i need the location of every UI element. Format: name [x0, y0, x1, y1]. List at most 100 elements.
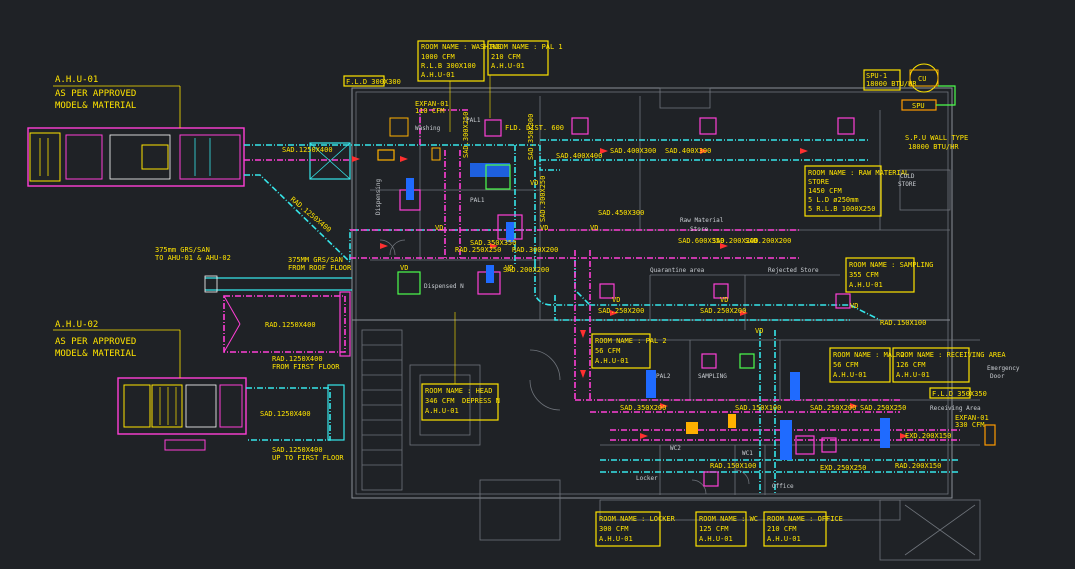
- room-label-pal2: ROOM NAME : PAL 2 56 CFM A.H.U-01: [591, 333, 667, 369]
- room-label-wc: ROOM NAME : WC 125 CFM A.H.U-01: [695, 511, 758, 547]
- ahu-02-unit[interactable]: [117, 377, 247, 451]
- svg-text:125 CFM: 125 CFM: [699, 525, 729, 533]
- duct-size-tag: RAD.300X200: [512, 246, 558, 254]
- svg-text:ROOM NAME : OFFICE: ROOM NAME : OFFICE: [767, 515, 843, 523]
- split-unit-system[interactable]: SPU-1 18000 BTU/HR CU SPU S.P.U WALL TYP…: [863, 63, 968, 151]
- building-walls: [351, 87, 981, 561]
- cu-tag: CU: [918, 75, 926, 83]
- svg-text:TO AHU-01 & AHU-02: TO AHU-01 & AHU-02: [155, 254, 231, 262]
- svg-text:RAD.1250X400: RAD.1250X400: [265, 321, 316, 329]
- svg-text:56 CFM: 56 CFM: [595, 347, 620, 355]
- duct-size-tag: EXD.250X250: [820, 464, 866, 472]
- svg-text:PAL1: PAL1: [470, 197, 485, 204]
- volume-damper-tag: VD: [530, 179, 538, 187]
- svg-text:EXFAN-01: EXFAN-01: [955, 414, 989, 422]
- svg-text:Quarantine area: Quarantine area: [650, 267, 705, 274]
- svg-text:STORE: STORE: [898, 181, 916, 188]
- svg-text:5 L.D ø250mm: 5 L.D ø250mm: [808, 196, 859, 204]
- svg-text:ROOM NAME : RECEIVING AREA: ROOM NAME : RECEIVING AREA: [896, 351, 1006, 359]
- duct-size-tag: RAD.150X100: [710, 462, 756, 470]
- svg-text:Locker: Locker: [636, 475, 658, 482]
- volume-damper-tag: VD: [540, 224, 548, 232]
- fresh-air-intake: [204, 275, 352, 293]
- svg-text:SAD.1250X400: SAD.1250X400: [260, 410, 311, 418]
- spu1-tag: SPU-1: [866, 72, 887, 80]
- room-label-mal2: ROOM NAME : MAL 2 56 CFM A.H.U-01: [829, 347, 905, 383]
- duct-size-tag: SAD.400X400: [556, 152, 602, 160]
- svg-text:RAD.1250X400: RAD.1250X400: [272, 355, 323, 363]
- ahu-01-line2: MODEL& MATERIAL: [55, 101, 136, 111]
- room-label-raw-material: ROOM NAME : RAW MATERIAL STORE 1450 CFM …: [804, 165, 909, 217]
- duct-size-tag: RAD.250X250: [455, 246, 501, 254]
- svg-text:ROOM NAME : LOCKER: ROOM NAME : LOCKER: [599, 515, 676, 523]
- spu-tag: SPU: [912, 102, 925, 110]
- svg-text:R.L.B 300X100: R.L.B 300X100: [421, 62, 476, 70]
- duct-size-tag: RAD.150X100: [880, 319, 926, 327]
- stairs: [361, 329, 481, 491]
- svg-text:ROOM NAME : RAW MATERIAL: ROOM NAME : RAW MATERIAL: [808, 169, 909, 177]
- room-label-receiving: ROOM NAME : RECEIVING AREA 126 CFM A.H.U…: [892, 347, 1006, 383]
- duct-size-tag: SAD.200X200: [712, 237, 758, 245]
- svg-text:UP TO FIRST FLOOR: UP TO FIRST FLOOR: [272, 454, 344, 462]
- supply-ducts-cyan: [244, 139, 960, 495]
- svg-text:210 CFM: 210 CFM: [491, 53, 521, 61]
- svg-text:FLD. DIST. 600: FLD. DIST. 600: [505, 124, 564, 132]
- svg-text:A.H.U-01: A.H.U-01: [699, 535, 733, 543]
- volume-damper-tag: VD: [720, 296, 728, 304]
- svg-text:355 CFM: 355 CFM: [849, 271, 879, 279]
- duct-notes: 375mm GRS/SAN TO AHU-01 & AHU-02 375MM G…: [155, 146, 352, 462]
- volume-damper-tag: VD: [505, 264, 513, 272]
- svg-text:A.H.U-01: A.H.U-01: [595, 357, 629, 365]
- room-label-washing: ROOM NAME : WASHING 1000 CFM R.L.B 300X1…: [417, 40, 501, 132]
- svg-text:SAD.1250X400: SAD.1250X400: [282, 146, 333, 154]
- svg-text:ROOM NAME : WASHING: ROOM NAME : WASHING: [421, 43, 501, 51]
- svg-text:Dispensed N: Dispensed N: [424, 283, 464, 290]
- ahu-02-line1: AS PER APPROVED: [55, 337, 136, 347]
- spu1-capacity: 18000 BTU/HR: [866, 80, 917, 88]
- svg-text:Receiving Area: Receiving Area: [930, 405, 981, 412]
- ahu-01-unit[interactable]: [27, 127, 245, 187]
- volume-damper-tag: VD: [612, 296, 620, 304]
- svg-text:A.H.U-01: A.H.U-01: [849, 281, 883, 289]
- svg-text:ROOM NAME : WC: ROOM NAME : WC: [699, 515, 758, 523]
- room-label-sampling: ROOM NAME : SAMPLING 355 CFM A.H.U-01: [845, 257, 933, 293]
- ahu-01-title: A.H.U-01: [55, 75, 98, 85]
- svg-text:A.H.U-01: A.H.U-01: [491, 62, 525, 70]
- air-diffusers[interactable]: [377, 117, 996, 487]
- volume-damper-tag: VD: [755, 327, 763, 335]
- room-names: Washing PAL1 PAL1 Dispensing Raw Materia…: [375, 117, 1020, 490]
- svg-text:A.H.U-01: A.H.U-01: [767, 535, 801, 543]
- svg-text:Washing: Washing: [415, 125, 441, 132]
- svg-text:Door: Door: [990, 373, 1005, 380]
- svg-text:5 R.L.B 1000X250: 5 R.L.B 1000X250: [808, 205, 875, 213]
- svg-text:330 CFM: 330 CFM: [955, 421, 985, 429]
- duct-size-tag: SAD.150X100: [735, 404, 781, 412]
- duct-size-tag: SAD.350X300: [527, 114, 535, 160]
- svg-text:WC1: WC1: [742, 450, 753, 457]
- svg-text:SAD.1250X400: SAD.1250X400: [272, 446, 323, 454]
- svg-text:PAL2: PAL2: [656, 373, 671, 380]
- svg-text:ROOM NAME : PAL 2: ROOM NAME : PAL 2: [595, 337, 667, 345]
- svg-text:WC2: WC2: [670, 445, 681, 452]
- ahu-01-label: A.H.U-01 AS PER APPROVED MODEL& MATERIAL: [53, 75, 181, 128]
- room-label-office: ROOM NAME : OFFICE 210 CFM A.H.U-01: [763, 511, 843, 547]
- svg-text:A.H.U-01: A.H.U-01: [833, 371, 867, 379]
- duct-size-tag: SAD.250X200: [700, 307, 746, 315]
- svg-text:ROOM NAME : HEAD: ROOM NAME : HEAD: [425, 387, 492, 395]
- svg-text:EXFAN-01: EXFAN-01: [415, 100, 449, 108]
- spu-wall-type: S.P.U WALL TYPE: [905, 134, 968, 142]
- duct-size-tag: SAD.350X200: [620, 404, 666, 412]
- ahu-01-line1: AS PER APPROVED: [55, 89, 136, 99]
- room-label-locker: ROOM NAME : LOCKER 300 CFM A.H.U-01: [595, 511, 676, 547]
- volume-damper-tag: VD: [400, 264, 408, 272]
- duct-size-tag: SAD.300X250: [462, 112, 470, 158]
- svg-text:A.H.U-01: A.H.U-01: [421, 71, 455, 79]
- svg-text:375MM GRS/SAN: 375MM GRS/SAN: [288, 256, 343, 264]
- duct-size-tag: SAD.450X300: [598, 209, 644, 217]
- svg-text:F.L.D 300X300: F.L.D 300X300: [346, 78, 401, 86]
- volume-damper-tag: VD: [590, 224, 598, 232]
- svg-text:RAD.1250X400: RAD.1250X400: [289, 195, 333, 234]
